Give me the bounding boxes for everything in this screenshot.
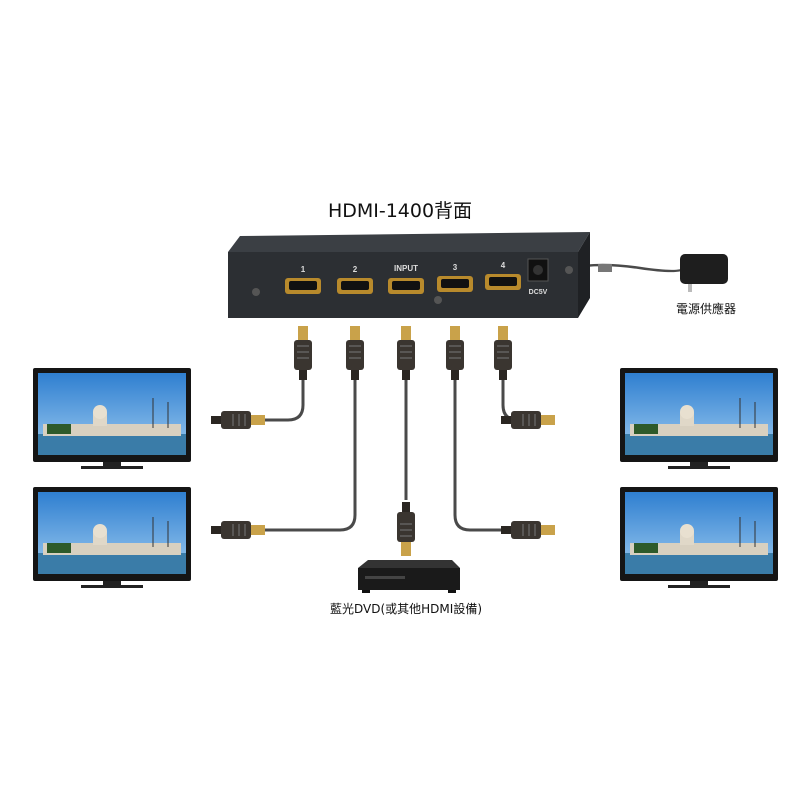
hdmi-plug	[396, 501, 416, 557]
hdmi-port-input[interactable]: INPUT	[388, 264, 424, 294]
hdmi-plug	[210, 410, 266, 430]
hdmi-plug	[500, 520, 556, 540]
screw-icon	[252, 288, 260, 296]
power-adapter	[598, 254, 728, 292]
port-label: 2	[353, 265, 358, 274]
port-label: 1	[301, 265, 306, 274]
hdmi-port-1[interactable]: 1	[285, 265, 321, 294]
dc-power-port[interactable]: DC5V	[527, 258, 549, 296]
port-label: INPUT	[394, 264, 418, 273]
hdmi-port-2[interactable]: 2	[337, 265, 373, 294]
hdmi-plug	[493, 325, 513, 381]
source-device-label: 藍光DVD(或其他HDMI設備)	[330, 602, 482, 616]
hdmi-splitter: 1 2 INPUT 3 4 DC5V	[228, 232, 590, 318]
port-label: 4	[501, 261, 506, 270]
hdmi-plug	[445, 325, 465, 381]
tv-4	[619, 486, 779, 589]
screw-icon	[565, 266, 573, 274]
tv-3	[619, 367, 779, 470]
screw-icon	[434, 296, 442, 304]
hdmi-plug	[210, 520, 266, 540]
port-label: 3	[453, 263, 458, 272]
diagram-title: HDMI-1400背面	[327, 200, 473, 222]
hdmi-plug	[396, 325, 416, 381]
hdmi-plug	[500, 410, 556, 430]
hdmi-port-3[interactable]: 3	[437, 263, 473, 292]
dc-port-label: DC5V	[529, 289, 548, 296]
hdmi-plug	[293, 325, 313, 381]
tv-2	[32, 486, 192, 589]
tv-1	[32, 367, 192, 470]
hdmi-port-4[interactable]: 4	[485, 261, 521, 290]
hdmi-plug	[345, 325, 365, 381]
power-supply-label: 電源供應器	[675, 302, 737, 316]
dvd-player	[358, 560, 460, 593]
